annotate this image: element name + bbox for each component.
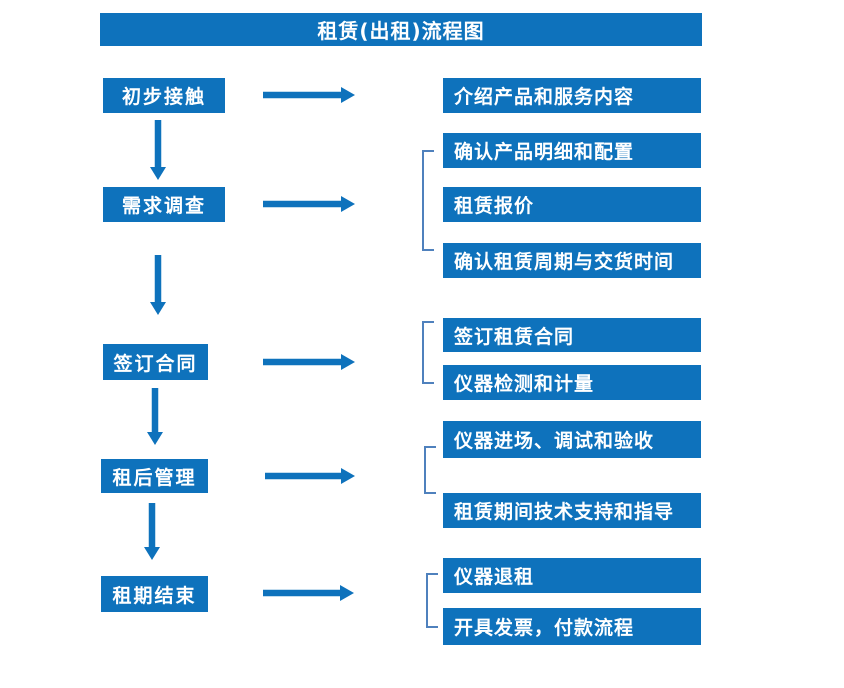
arrow-right-post-rental xyxy=(265,468,355,484)
arrow-down-1 xyxy=(150,120,166,180)
output-box-technical-support: 租赁期间技术支持和指导 xyxy=(443,493,701,528)
flowchart-title: 租赁(出租)流程图 xyxy=(100,13,702,46)
arrow-right-sign-contract xyxy=(263,354,355,370)
arrow-down-2 xyxy=(150,255,166,315)
output-box-confirm-rental-period: 确认租赁周期与交货时间 xyxy=(443,243,701,278)
arrow-down-4 xyxy=(144,503,160,560)
output-box-instrument-arrival: 仪器进场、调试和验收 xyxy=(443,421,701,458)
stage-box-demand-survey: 需求调查 xyxy=(103,187,225,222)
output-box-confirm-product-details: 确认产品明细和配置 xyxy=(443,133,701,168)
arrow-right-rental-end xyxy=(263,585,354,601)
arrow-right-initial-contact xyxy=(263,87,355,103)
bracket-post-rental-group xyxy=(424,446,436,494)
bracket-demand-survey-group xyxy=(422,150,434,251)
stage-box-post-rental-management: 租后管理 xyxy=(101,459,208,493)
bracket-rental-end-group xyxy=(426,573,438,628)
output-box-sign-rental-contract: 签订租赁合同 xyxy=(443,318,701,352)
bracket-sign-contract-group xyxy=(422,321,434,384)
stage-box-sign-contract: 签订合同 xyxy=(103,344,208,380)
arrow-right-demand-survey xyxy=(263,196,355,212)
output-box-instrument-return: 仪器退租 xyxy=(443,558,701,593)
output-box-instrument-testing: 仪器检测和计量 xyxy=(443,365,701,400)
output-box-introduce-products: 介绍产品和服务内容 xyxy=(443,78,701,113)
arrow-down-3 xyxy=(147,388,163,445)
stage-box-rental-end: 租期结束 xyxy=(101,576,208,612)
stage-box-initial-contact: 初步接触 xyxy=(103,78,225,113)
output-box-rental-quotation: 租赁报价 xyxy=(443,187,701,222)
output-box-invoice-payment: 开具发票，付款流程 xyxy=(443,608,701,645)
